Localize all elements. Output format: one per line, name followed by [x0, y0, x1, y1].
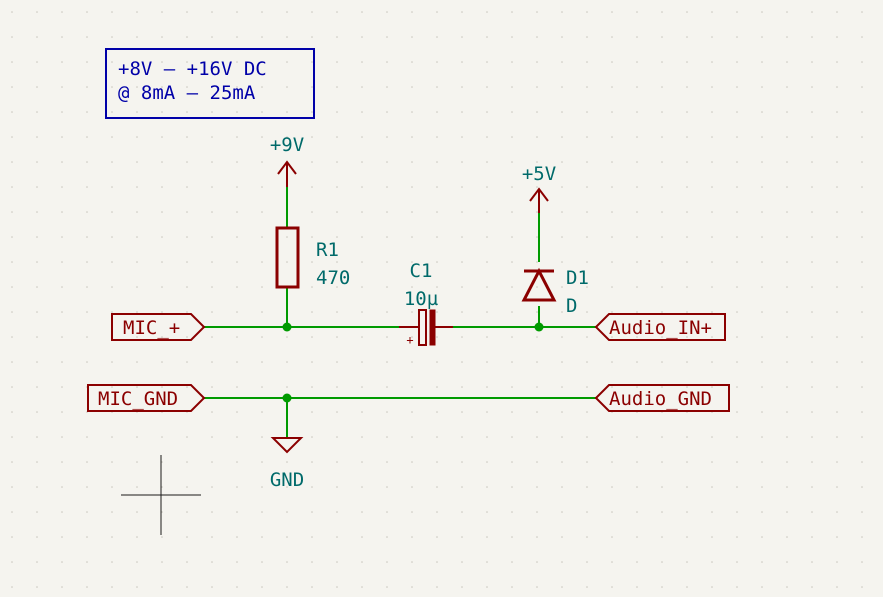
junction-dot [282, 322, 292, 332]
c1-ref: C1 [410, 260, 433, 282]
label-shape [87, 384, 206, 412]
crosshair-cursor-icon [121, 455, 201, 535]
label-audio-in[interactable]: Audio_IN+ [594, 313, 726, 341]
power-5v-label: +5V [522, 163, 556, 185]
power-arrow-icon [529, 187, 549, 213]
d1-value: D [566, 295, 577, 317]
label-audio-gnd-text: Audio_GND [609, 388, 712, 410]
note-line-1: +8V – +16V DC [118, 58, 267, 80]
c1-value: 10µ [404, 288, 438, 310]
resistor-icon [275, 226, 300, 289]
power-9v-label: +9V [270, 134, 304, 156]
power-arrow-icon [277, 160, 297, 187]
label-mic-plus-text: MIC_+ [123, 317, 180, 339]
ground-symbol[interactable]: GND [270, 437, 304, 491]
d1-ref: D1 [566, 267, 589, 289]
power-5v[interactable]: +5V [522, 163, 556, 213]
label-mic-gnd-text: MIC_GND [98, 388, 178, 410]
label-audio-in-text: Audio_IN+ [609, 317, 712, 339]
note-box[interactable]: +8V – +16V DC @ 8mA – 25mA [105, 48, 315, 119]
c1-polarity-mark: + [406, 333, 413, 347]
label-mic-plus[interactable]: MIC_+ [111, 313, 206, 341]
junctions [282, 322, 544, 403]
label-audio-gnd[interactable]: Audio_GND [594, 384, 730, 412]
diode-icon [521, 267, 557, 302]
ground-label: GND [270, 469, 304, 491]
polarized-capacitor-icon [399, 309, 453, 346]
label-shape [111, 313, 206, 341]
ground-icon [270, 437, 304, 454]
resistor-r1[interactable]: R1 470 [275, 226, 350, 289]
junction-dot [282, 393, 292, 403]
label-mic-gnd[interactable]: MIC_GND [87, 384, 206, 412]
label-shape [594, 313, 726, 341]
label-shape [594, 384, 730, 412]
capacitor-c1[interactable]: + C1 10µ [399, 260, 453, 347]
note-line-2: @ 8mA – 25mA [118, 82, 256, 104]
r1-ref: R1 [316, 239, 339, 261]
diode-d1[interactable]: D1 D [521, 267, 589, 317]
r1-value: 470 [316, 267, 350, 289]
junction-dot [534, 322, 544, 332]
power-9v[interactable]: +9V [270, 134, 304, 187]
note-box-frame [105, 48, 315, 119]
